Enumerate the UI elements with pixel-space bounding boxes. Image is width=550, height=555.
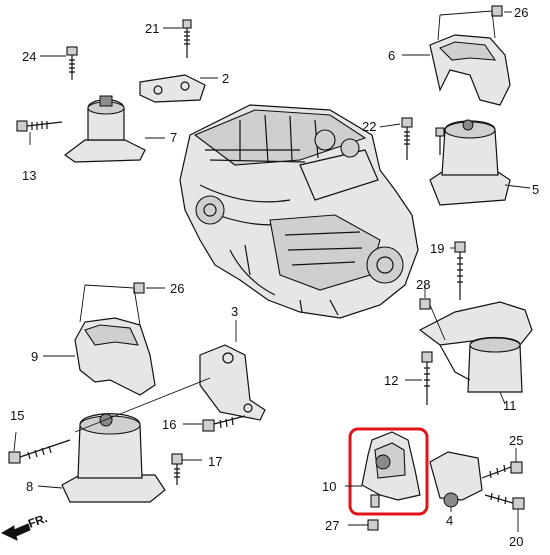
callout-27: 27	[325, 518, 339, 533]
highlight-frame	[348, 427, 429, 516]
rear-upper-mount-assembly	[401, 34, 511, 206]
callout-6: 6	[388, 48, 395, 63]
callout-16: 16	[162, 417, 176, 432]
callout-5: 5	[532, 182, 539, 197]
callout-15: 15	[10, 408, 24, 423]
direction-label: FR.	[26, 511, 49, 531]
callout-25: 25	[509, 433, 523, 448]
callout-17: 17	[208, 454, 222, 469]
callout-4: 4	[446, 513, 453, 528]
callout-22: 22	[362, 119, 376, 134]
callout-12: 12	[384, 373, 398, 388]
callout-labels: 21 24 2 13 7 26 6 22 5 19 28 26 3 9 12 1…	[10, 5, 539, 549]
lower-mount-assembly	[361, 431, 525, 531]
callout-26-mid: 26	[170, 281, 184, 296]
callout-19: 19	[430, 241, 444, 256]
callout-28: 28	[416, 277, 430, 292]
callout-8: 8	[26, 479, 33, 494]
callout-3: 3	[231, 304, 238, 319]
side-mount-assembly	[8, 282, 266, 503]
leader-lines	[13, 10, 531, 532]
callout-11: 11	[503, 398, 517, 413]
callout-2: 2	[222, 71, 229, 86]
callout-26-top: 26	[514, 5, 528, 20]
callout-7: 7	[170, 130, 177, 145]
callout-9: 9	[31, 349, 38, 364]
front-mount-assembly	[16, 5, 503, 163]
callout-24: 24	[22, 49, 36, 64]
direction-arrow-icon	[0, 523, 31, 541]
callout-13: 13	[22, 168, 36, 183]
engine-assembly	[179, 104, 419, 319]
callout-20: 20	[509, 534, 523, 549]
callout-21: 21	[145, 21, 159, 36]
transmission-mount-assembly	[418, 241, 533, 405]
callout-10: 10	[322, 479, 336, 494]
front-direction-indicator: FR.	[0, 511, 49, 541]
